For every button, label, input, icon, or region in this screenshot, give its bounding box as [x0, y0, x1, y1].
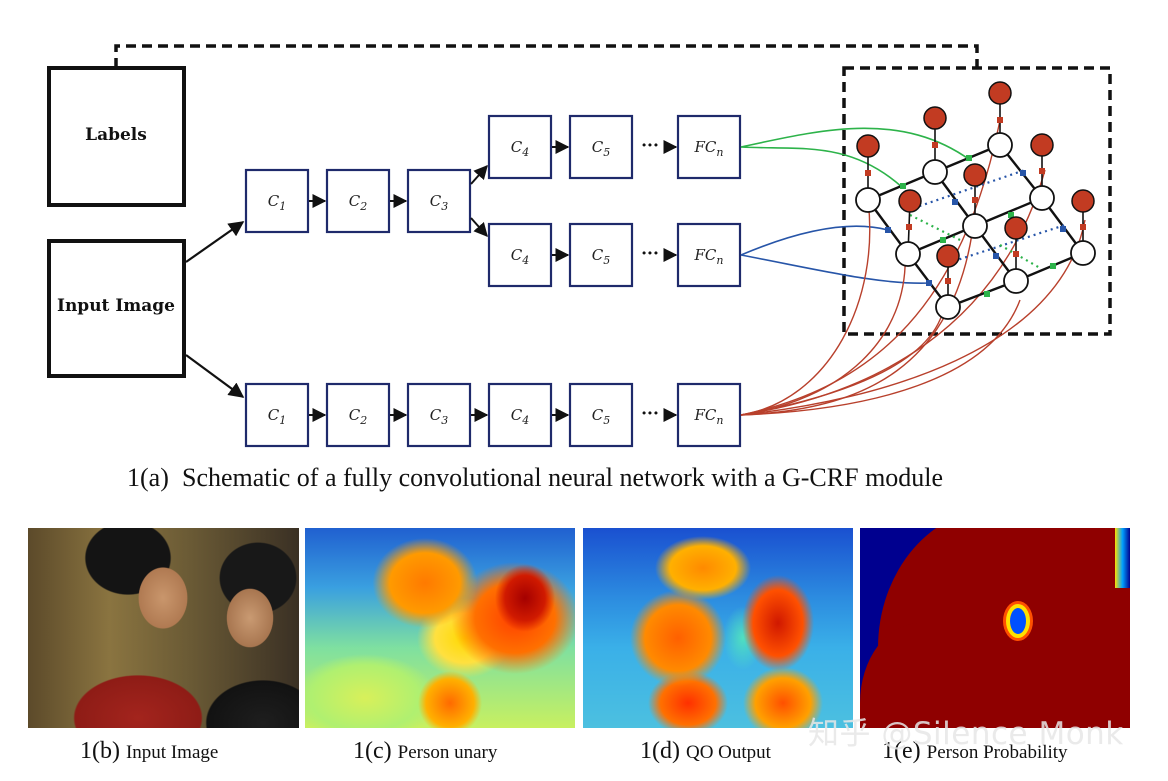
fc-n-box: [676, 382, 742, 448]
conv-c4-box: [487, 114, 553, 180]
crf-hidden-nodes: [855, 132, 1096, 320]
red-edges: [740, 119, 1086, 416]
subcaption-text: QO Output: [685, 742, 771, 763]
subcaption-c: 1(c)Person unary: [353, 738, 497, 774]
labels-box: [47, 66, 186, 207]
fc-n-label: FCn: [694, 138, 724, 159]
crf-label-nodes: [856, 81, 1095, 268]
conv-c2-label: C2: [349, 192, 367, 213]
conv-c4-label: C4: [511, 246, 529, 267]
probability-hole: [1010, 608, 1026, 634]
gcrf-module-box: [842, 66, 1112, 336]
watermark: 知乎 @Silence Monk: [808, 716, 1124, 752]
conv-c4-box: [487, 382, 553, 448]
conv-c3-label: C3: [430, 406, 448, 427]
subcaption-e: 1(e)Person Probability: [882, 738, 1068, 774]
input-image-box-text: Input Image: [57, 296, 175, 316]
main-caption-tag: 1(a): [127, 463, 169, 492]
probability-right-edge: [1115, 528, 1130, 588]
subcaption-tag: 1(c): [353, 738, 392, 764]
blue-factor-squares: [885, 170, 1066, 286]
conv-c4-label: C4: [511, 406, 529, 427]
conv-c1-label: C1: [268, 406, 286, 427]
conv-c5-label: C5: [592, 406, 610, 427]
subcaption-tag: 1(d): [640, 738, 680, 764]
conv-c2-box: [325, 382, 391, 448]
conv-c3-box: [406, 168, 472, 234]
split-arrow-up: [470, 164, 488, 185]
subcaption-text: Person Probability: [926, 742, 1068, 763]
crf-dotted-edges: [907, 168, 1066, 269]
person-probability-map: [860, 528, 1130, 728]
input-image-photo: [28, 528, 299, 728]
input-image-box: [47, 239, 186, 378]
person-unary-heatmap: [305, 528, 575, 728]
conv-c2-label: C2: [349, 406, 367, 427]
green-factor-squares: [900, 155, 1056, 297]
conv-c1-label: C1: [268, 192, 286, 213]
fc-n-label: FCn: [694, 406, 724, 427]
branch-a: C4 C5 ··· FCn: [487, 114, 742, 180]
fc-n-box: [676, 222, 742, 288]
subcaption-text: Person unary: [397, 742, 498, 763]
branch-b: C4 C5 ··· FCn: [487, 222, 742, 288]
ellipsis: ···: [641, 244, 659, 264]
ellipsis: ···: [641, 136, 659, 156]
subcaption-b: 1(b)Input Image: [80, 738, 218, 774]
subcaption-d: 1(d)QO Output: [640, 738, 771, 774]
bottom-branch: C1 C2 C3 C4 C5 ··· FCn: [244, 382, 742, 448]
conv-c5-box: [568, 114, 634, 180]
subcaption-tag: 1(e): [882, 738, 921, 764]
input-to-bottom-branch-arrow: [185, 354, 245, 398]
conv-c5-box: [568, 382, 634, 448]
fc-n-box: [676, 114, 742, 180]
conv-c5-label: C5: [592, 246, 610, 267]
ellipsis: ···: [641, 404, 659, 424]
conv-c5-box: [568, 222, 634, 288]
conv-c1-box: [244, 168, 310, 234]
split-arrow-down: [470, 217, 488, 238]
conv-c4-label: C4: [511, 138, 529, 159]
labels-connector-dashed: [114, 44, 979, 68]
green-edges: [740, 127, 971, 189]
fc-n-label: FCn: [694, 246, 724, 267]
conv-c3-label: C3: [430, 192, 448, 213]
input-to-top-branch-arrow: [185, 221, 245, 263]
conv-c3-box: [406, 382, 472, 448]
conv-c4-box: [487, 222, 553, 288]
subcaption-tag: 1(b): [80, 738, 120, 764]
factor-squares: [865, 117, 1086, 284]
main-caption-text: Schematic of a fully convolutional neura…: [182, 463, 943, 492]
blue-edges: [740, 225, 931, 284]
qo-output-heatmap: [583, 528, 853, 728]
conv-c2-box: [325, 168, 391, 234]
conv-c5-label: C5: [592, 138, 610, 159]
top-branch: C1 C2 C3: [244, 164, 488, 238]
network-schematic: Labels Input Image C1 C2 C3 C4 C5 ··· FC…: [47, 44, 1112, 492]
labels-box-text: Labels: [85, 125, 147, 145]
conv-c1-box: [244, 382, 310, 448]
subcaption-text: Input Image: [125, 742, 219, 763]
